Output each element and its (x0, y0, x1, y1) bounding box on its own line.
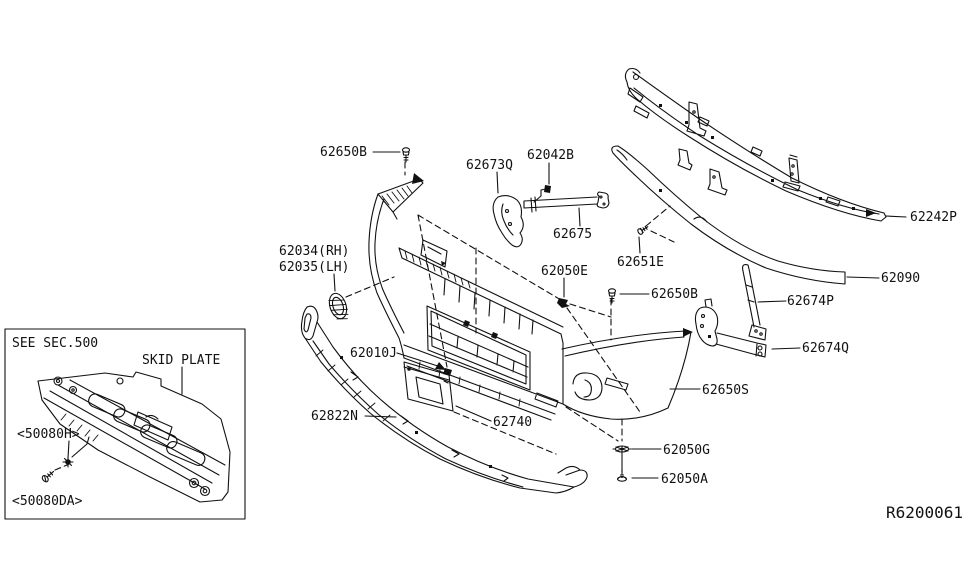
callout-62651e[interactable]: 62651E (617, 255, 664, 270)
absorber-bar-drawing (612, 146, 845, 284)
callout-62034-rh[interactable]: 62034(RH) (279, 244, 350, 259)
dashed-guide-lines (55, 162, 674, 470)
diagram-ref-code: R6200061 (886, 503, 964, 522)
callout-62050e[interactable]: 62050E (541, 264, 588, 279)
stay-brackets-drawing (695, 265, 766, 357)
callout-62674q[interactable]: 62674Q (802, 341, 849, 356)
callout-62010j[interactable]: 62010J (350, 346, 397, 361)
callout-62675[interactable]: 62675 (553, 227, 593, 242)
callout-50080da[interactable]: <50080DA> (12, 494, 83, 509)
screw-icon (609, 289, 616, 303)
callout-62035-lh[interactable]: 62035(LH) (279, 260, 350, 275)
reinforcement-bar-drawing (625, 69, 886, 222)
callout-62674p[interactable]: 62674P (787, 294, 834, 309)
fog-finisher-drawing (326, 291, 350, 323)
stay-rod-drawing (493, 189, 609, 247)
trim-strip-drawing (301, 306, 587, 493)
skid-plate-inset-box (5, 329, 245, 519)
screw-icon (403, 148, 410, 162)
callout-62822n[interactable]: 62822N (311, 409, 358, 424)
callout-62242p[interactable]: 62242P (910, 210, 957, 225)
inset-see-sec-note: SEE SEC.500 (12, 336, 99, 351)
callout-62042b[interactable]: 62042B (527, 148, 574, 163)
callout-62050g[interactable]: 62050G (663, 443, 710, 458)
license-bracket-drawing (404, 362, 453, 411)
callout-62650b-top[interactable]: 62650B (320, 145, 367, 160)
callout-62740[interactable]: 62740 (493, 415, 533, 430)
screw-icon (41, 469, 56, 483)
callout-50080h[interactable]: <50080H> (17, 427, 80, 442)
clip-icon (63, 457, 73, 467)
grommet-icon (613, 446, 631, 452)
filled-marks (340, 104, 876, 468)
callout-62090[interactable]: 62090 (881, 271, 921, 286)
callout-62650b-mid[interactable]: 62650B (651, 287, 698, 302)
screw-icon (637, 224, 650, 235)
bumper-fascia-drawing (369, 179, 691, 420)
leader-lines (334, 152, 906, 478)
callout-62673q[interactable]: 62673Q (466, 158, 513, 173)
callout-62650s[interactable]: 62650S (702, 383, 749, 398)
inset-skid-plate-title: SKID PLATE (142, 353, 221, 368)
callout-62050a[interactable]: 62050A (661, 472, 708, 487)
push-pin-icon (618, 470, 627, 481)
